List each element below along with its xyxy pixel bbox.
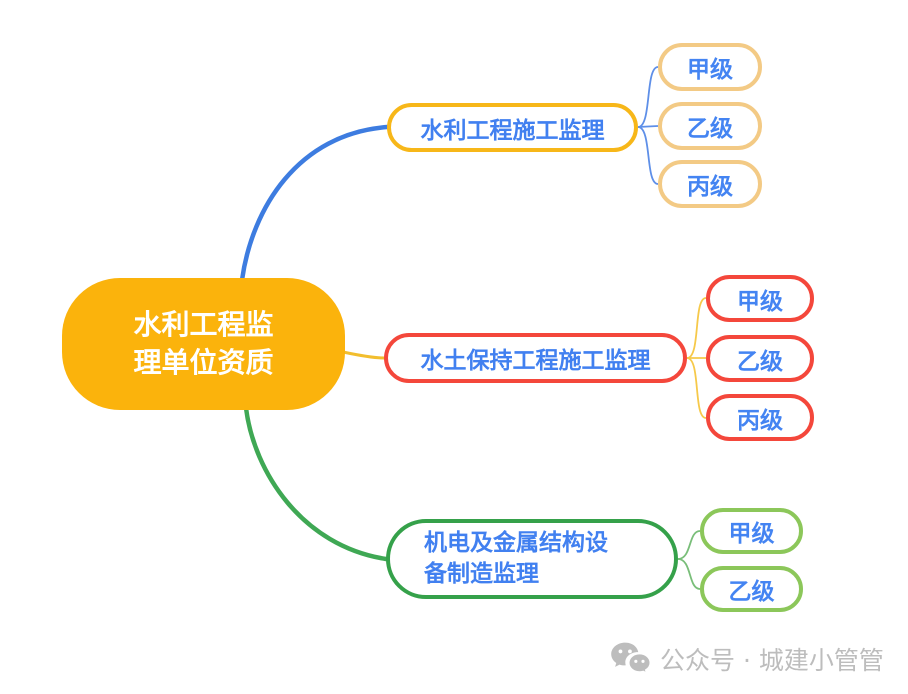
branch2-grade-c-label: 丙级 [737,407,783,434]
connector-branch1-child3 [637,126,659,185]
branch1-grade-a-node[interactable]: 甲级 [658,43,762,91]
connector-branch2-child3 [686,357,707,419]
branch3-grade-a-node[interactable]: 甲级 [700,508,803,554]
branch2-label: 水土保持工程施工监理 [420,348,651,374]
branch1-grade-b-label: 乙级 [687,116,733,142]
branch3-grade-b-node[interactable]: 乙级 [700,566,803,612]
central-topic-node[interactable]: 水利工程监 理单位资质 [62,278,345,410]
branch2-grade-a-label: 甲级 [737,288,783,315]
central-topic-label-line1: 水利工程监 [133,308,274,341]
branch1-grade-c-node[interactable]: 丙级 [658,160,762,208]
branch2-grade-a-node[interactable]: 甲级 [706,275,814,322]
branch2-grade-b-label: 乙级 [737,348,783,375]
watermark-text: 公众号 · 城建小管管 [660,646,884,675]
connector-root-to-branch2 [341,350,386,360]
branch1-grade-a-label: 甲级 [687,57,733,83]
connector-branch1-child2 [637,125,659,128]
branch1-grade-c-label: 丙级 [687,174,733,200]
wechat-icon [611,642,651,676]
connector-branch3-child2 [677,558,701,590]
branch-node-electromechanical-metal-structure-manufacturing-supervision[interactable]: 机电及金属结构设 备制造监理 [386,519,678,599]
watermark: 公众号 · 城建小管管 [611,641,884,677]
branch3-grade-b-label: 乙级 [728,579,775,605]
branch-node-water-engineering-construction-supervision[interactable]: 水利工程施工监理 [387,103,638,152]
connector-branch1-child1 [637,66,659,128]
branch1-grade-b-node[interactable]: 乙级 [658,102,762,150]
branch2-grade-c-node[interactable]: 丙级 [706,394,814,441]
branch3-label-line2: 备制造监理 [424,561,539,587]
central-topic-label-line2: 理单位资质 [133,346,274,379]
connector-branch3-child1 [677,530,701,560]
branch1-label: 水利工程施工监理 [420,117,605,144]
connector-root-to-branch1 [239,124,390,283]
branch3-label-line1: 机电及金属结构设 [424,530,608,556]
connector-branch2-child1 [686,297,707,359]
branch3-grade-a-label: 甲级 [728,521,775,547]
branch-node-soil-water-conservation-construction-supervision[interactable]: 水土保持工程施工监理 [384,333,687,383]
branch2-grade-b-node[interactable]: 乙级 [706,335,814,382]
connector-root-to-branch3 [243,405,389,562]
